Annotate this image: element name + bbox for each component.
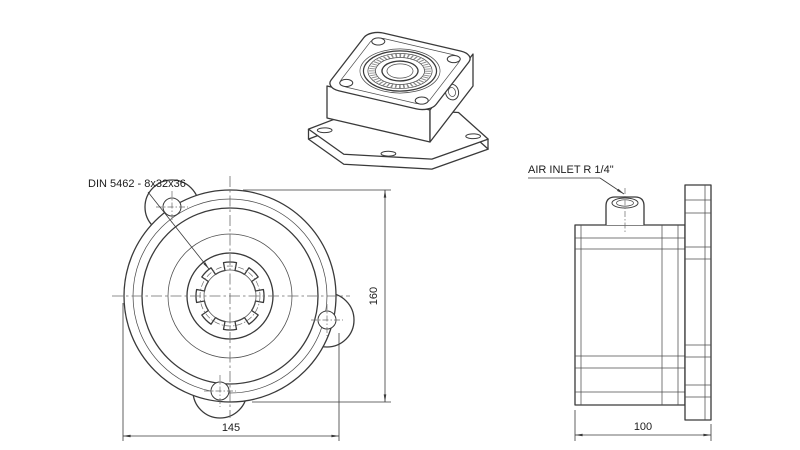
iso-top-face bbox=[325, 30, 474, 112]
iso-top-face-inner-edge bbox=[337, 36, 463, 105]
side-view-dimensions: 100 AIR INLET R 1/4" bbox=[528, 164, 712, 441]
height-dimension-text: 160 bbox=[368, 287, 380, 305]
front-view bbox=[112, 176, 355, 419]
isometric-view bbox=[307, 30, 503, 173]
iso-lug-hole bbox=[316, 127, 333, 133]
width-dimension-text: 145 bbox=[222, 422, 240, 434]
iso-bearing-inner bbox=[368, 53, 432, 88]
iso-lug-hole bbox=[380, 151, 397, 157]
iso-bore-chamfer bbox=[348, 42, 453, 100]
iso-corner-hole bbox=[338, 78, 355, 87]
spline-leader-line bbox=[147, 191, 210, 270]
iso-corner-hole bbox=[413, 96, 430, 105]
iso-corner-hole bbox=[445, 54, 462, 63]
air-inlet-leader-line bbox=[599, 177, 625, 195]
side-body bbox=[574, 224, 686, 406]
spline-label: DIN 5462 - 8x32x36 bbox=[88, 178, 186, 190]
front-view-dimensions: 160 145 DIN 5462 - 8x32x36 bbox=[88, 178, 391, 441]
iso-bearing-outer bbox=[358, 48, 442, 94]
iso-corner-hole bbox=[370, 37, 387, 46]
iso-shaft-spline bbox=[383, 62, 417, 81]
iso-bore-edge bbox=[352, 45, 448, 98]
side-view bbox=[574, 184, 712, 421]
iso-air-port-thread bbox=[448, 87, 456, 97]
side-flange-plate bbox=[684, 184, 712, 421]
side-width-dimension-text: 100 bbox=[634, 421, 652, 433]
iso-shaft-bore bbox=[376, 58, 423, 84]
iso-lug-hole bbox=[464, 133, 481, 139]
air-inlet-label: AIR INLET R 1/4" bbox=[528, 164, 614, 176]
